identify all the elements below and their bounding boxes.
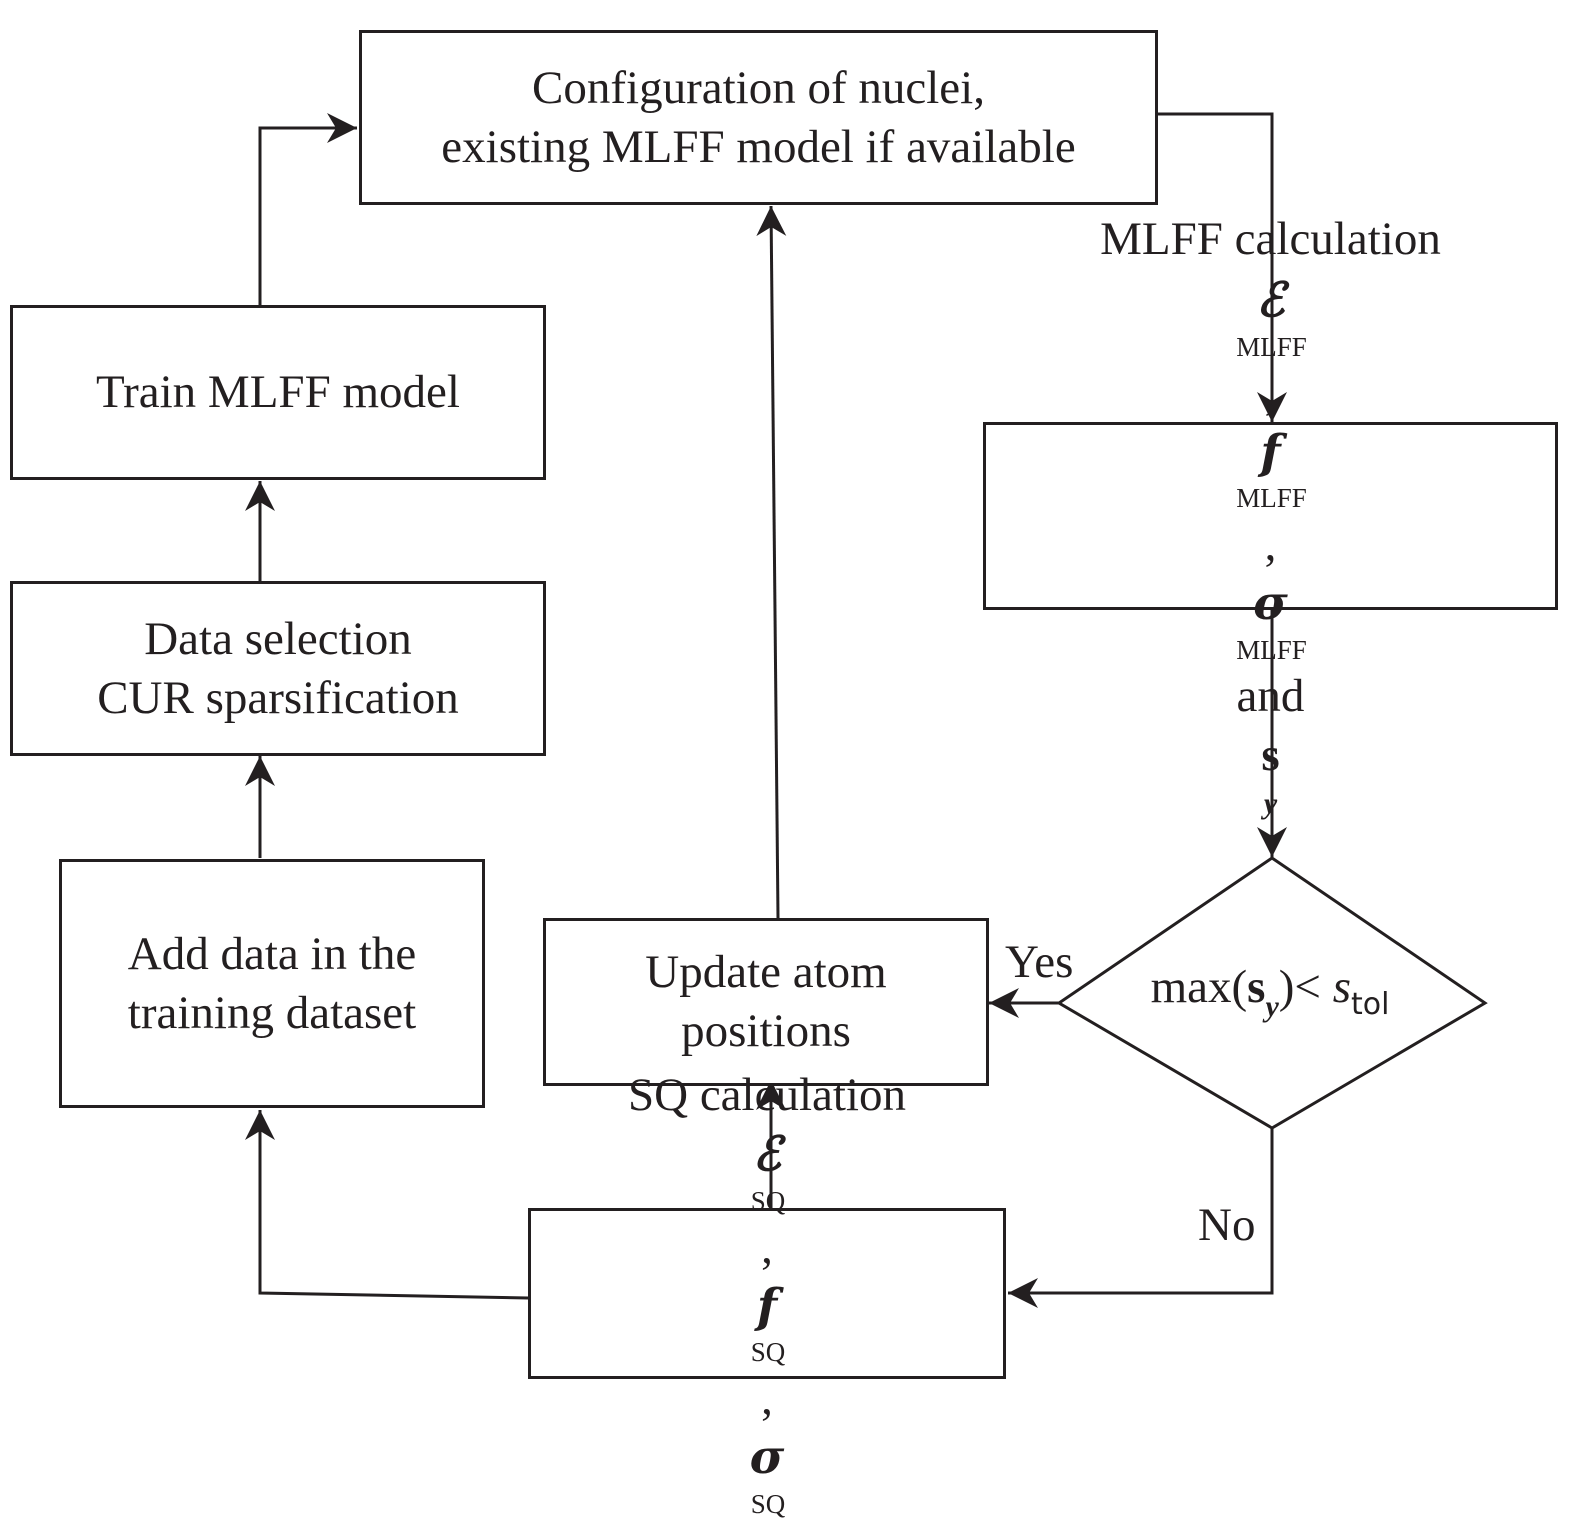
mlff-force-sup: MLFF xyxy=(1236,483,1307,514)
sq-calc-title: SQ calculation xyxy=(627,1068,906,1121)
arrow-config-to-mlff xyxy=(1158,112,1287,422)
update-line2: positions xyxy=(681,1005,851,1057)
config-line2: existing MLFF model if available xyxy=(441,120,1076,173)
train-label: Train MLFF model xyxy=(96,366,460,419)
decision-text: max(sy)< stol xyxy=(1100,960,1440,1024)
add-data-box: Add data in the training dataset xyxy=(59,859,485,1108)
sq-stress-sup: SQ xyxy=(750,1488,786,1519)
flowchart: Configuration of nuclei, existing MLFF m… xyxy=(10,30,1558,1519)
mlff-conjunction: and xyxy=(1236,670,1305,723)
arrow-sq-to-adddata xyxy=(245,1110,529,1300)
no-label: No xyxy=(1198,1199,1256,1251)
data-selection-box: Data selection CUR sparsification xyxy=(10,581,546,756)
train-box: Train MLFF model xyxy=(10,305,546,480)
mlff-calc-title: MLFF calculation xyxy=(1100,212,1441,265)
add-data-line2: training dataset xyxy=(127,986,417,1039)
sq-force-sup: SQ xyxy=(750,1337,786,1368)
decision-tol-symbol: s xyxy=(1332,961,1351,1013)
sq-stress-symbol: σ xyxy=(749,1429,785,1485)
decision-diamond xyxy=(1056,856,1488,1130)
arrow-update-to-config xyxy=(756,205,787,919)
config-line1: Configuration of nuclei, xyxy=(532,61,985,114)
data-selection-line1: Data selection xyxy=(144,612,412,665)
yes-label: Yes xyxy=(1005,936,1074,988)
connectors xyxy=(245,112,1488,1308)
mlff-s-subscript: y xyxy=(1263,786,1278,820)
sq-energy-sup: SQ xyxy=(750,1186,786,1217)
arrow-train-to-config xyxy=(258,113,357,307)
update-box: Update atom positions xyxy=(543,918,989,1086)
arrow-no-to-sq xyxy=(1008,1128,1274,1308)
decision-s-subscript: y xyxy=(1265,990,1279,1023)
add-data-line1: Add data in the xyxy=(127,927,417,980)
mlff-stress-sup: MLFF xyxy=(1236,634,1307,665)
data-selection-line2: CUR sparsification xyxy=(97,671,459,724)
sq-force-symbol: f xyxy=(756,1278,778,1334)
mlff-stress-symbol: σ xyxy=(1253,575,1288,631)
decision-s-symbol: s xyxy=(1247,961,1266,1013)
config-box: Configuration of nuclei, existing MLFF m… xyxy=(359,30,1158,205)
mlff-force-symbol: f xyxy=(1260,424,1281,480)
decision-max: max( xyxy=(1150,961,1248,1013)
sq-energy-symbol: ℰ xyxy=(752,1127,782,1183)
decision-tol-subscript: tol xyxy=(1350,987,1390,1022)
mlff-s-symbol: s xyxy=(1261,729,1280,782)
update-line1: Update atom xyxy=(645,946,887,999)
mlff-energy-symbol: ℰ xyxy=(1256,273,1285,329)
decision-close-less: )< xyxy=(1278,961,1321,1013)
mlff-energy-sup: MLFF xyxy=(1236,332,1307,363)
